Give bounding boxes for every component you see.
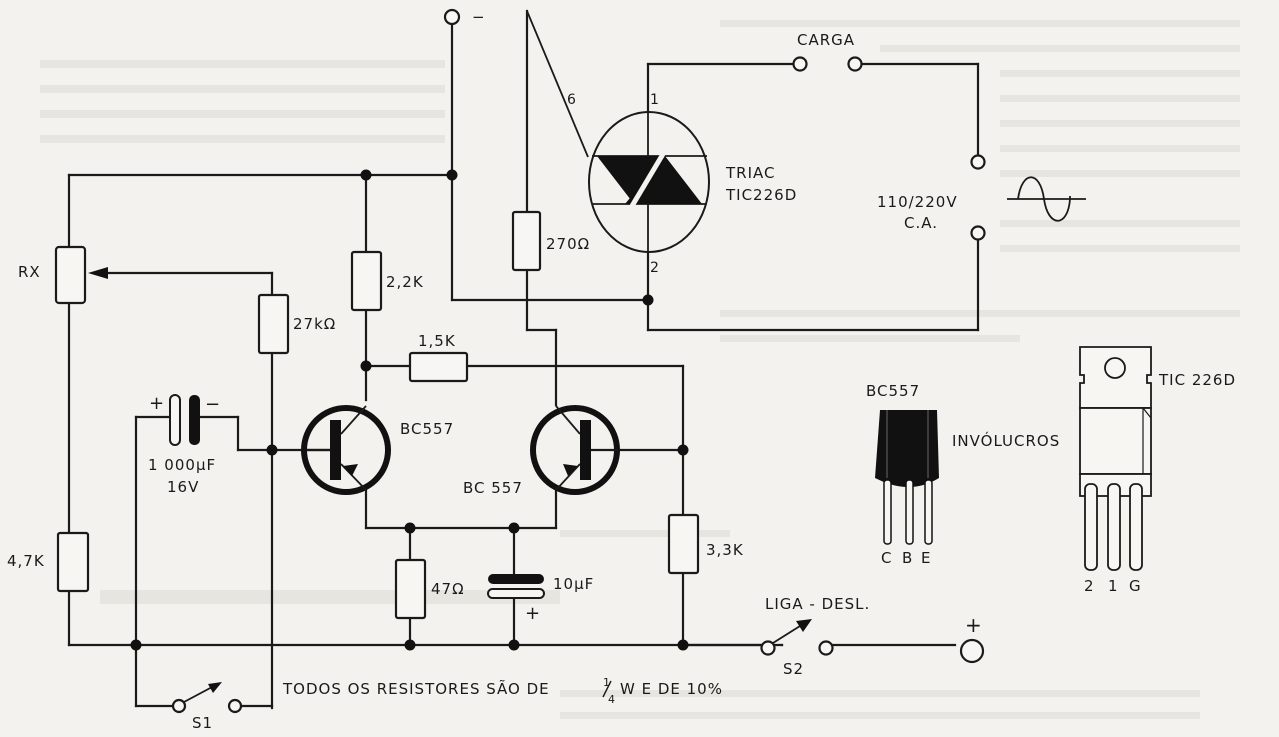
- switch-s1-label: S1: [192, 714, 213, 732]
- transistor-q2[interactable]: BC 557: [463, 405, 620, 497]
- transistor-q1-label: BC557: [400, 420, 454, 438]
- triac-part-label: TIC226D: [725, 186, 797, 204]
- mains-voltage-label: 110/220V: [877, 193, 958, 211]
- tic226d-pin-2: 2: [1084, 577, 1095, 595]
- triac-gate-pin-label: 6: [567, 92, 577, 108]
- tic226d-package: TIC 226D 2 1 G: [1079, 346, 1236, 595]
- resistor-rx[interactable]: RX: [18, 245, 108, 305]
- resistor-2k2-label: 2,2K: [386, 273, 424, 291]
- resistor-4k7-label: 4,7K: [7, 552, 45, 570]
- capacitor-10uf[interactable]: 10µF +: [487, 574, 594, 624]
- s2-lever-arrow: [796, 619, 812, 632]
- capacitor-1000uf-plus: +: [149, 393, 165, 414]
- positive-terminal-label: +: [965, 613, 983, 637]
- note-suffix: W E DE 10%: [620, 680, 723, 698]
- resistor-270-label: 270Ω: [546, 235, 590, 253]
- bc557-package: BC557 C B E: [866, 382, 939, 567]
- q1-emitter-arrow: [343, 464, 358, 476]
- resistor-27k[interactable]: 27kΩ: [257, 293, 336, 355]
- transistor-q1[interactable]: BC557: [301, 405, 454, 495]
- bc557-pin-e: E: [921, 549, 931, 567]
- tic226d-package-label: TIC 226D: [1158, 371, 1236, 389]
- note-prefix: TODOS OS RESISTORES SÃO DE: [282, 679, 550, 698]
- capacitor-1000uf-minus: −: [205, 394, 221, 415]
- resistor-3k3-label: 3,3K: [706, 541, 744, 559]
- resistor-47-label: 47Ω: [431, 580, 465, 598]
- wires: [67, 9, 980, 710]
- note-fraction-numerator: 1: [603, 676, 611, 689]
- potentiometer-wiper-arrow: [88, 267, 108, 279]
- capacitor-1000uf-voltage: 16V: [167, 478, 199, 496]
- transistor-q2-label: BC 557: [463, 479, 523, 497]
- mains-terminals[interactable]: 110/220V C.A.: [877, 154, 986, 241]
- q2-emitter-arrow: [563, 464, 578, 476]
- switch-s1[interactable]: S1: [171, 682, 243, 732]
- packages-title: INVÓLUCROS: [952, 431, 1060, 450]
- capacitor-10uf-value: 10µF: [553, 575, 594, 593]
- packages-section: INVÓLUCROS BC557 C B E TIC 226D: [866, 346, 1236, 595]
- note-fraction-denominator: 4: [608, 693, 616, 706]
- resistor-rx-label: RX: [18, 263, 41, 281]
- capacitor-1000uf[interactable]: + − 1 000µF 16V: [148, 393, 221, 496]
- negative-terminal[interactable]: −: [443, 8, 486, 26]
- switch-s2-function-label: LIGA - DESL.: [765, 595, 870, 613]
- triac-type-label: TRIAC: [725, 164, 775, 182]
- bc557-package-label: BC557: [866, 382, 920, 400]
- resistor-47[interactable]: 47Ω: [394, 558, 465, 620]
- switch-s2[interactable]: S2 LIGA - DESL.: [760, 595, 871, 678]
- triac-triangle-up: [625, 156, 702, 204]
- resistor-3k3[interactable]: 3,3K: [667, 513, 744, 575]
- triac-mt2-pin-label: 2: [650, 260, 660, 276]
- s1-lever-arrow: [208, 682, 222, 693]
- sine-wave-icon: [1007, 176, 1086, 222]
- resistor-4k7[interactable]: 4,7K: [7, 531, 90, 593]
- resistor-1k5[interactable]: 1,5K: [408, 332, 469, 383]
- resistor-270[interactable]: 270Ω: [511, 210, 590, 272]
- bc557-pin-b: B: [902, 549, 913, 567]
- load-terminals[interactable]: CARGA: [792, 31, 863, 72]
- capacitor-1000uf-value: 1 000µF: [148, 456, 216, 474]
- resistor-27k-label: 27kΩ: [293, 315, 336, 333]
- resistor-2k2[interactable]: 2,2K: [350, 250, 424, 312]
- mains-type-label: C.A.: [904, 214, 938, 232]
- background-text-texture: [40, 20, 1240, 719]
- capacitor-10uf-plus: +: [525, 603, 541, 624]
- switch-s2-label: S2: [783, 660, 804, 678]
- triac-symbol: 6 1 2 TRIAC TIC226D: [567, 92, 797, 276]
- load-label: CARGA: [797, 31, 855, 49]
- positive-terminal[interactable]: +: [959, 613, 985, 664]
- junction-dots: [130, 169, 689, 651]
- resistor-tolerance-note: TODOS OS RESISTORES SÃO DE 1 4 W E DE 10…: [282, 676, 723, 706]
- tic226d-pin-1: 1: [1108, 577, 1119, 595]
- triac-triangle-down: [597, 156, 660, 204]
- bc557-pin-c: C: [881, 549, 892, 567]
- tic226d-pin-g: G: [1129, 577, 1142, 595]
- triac-mt1-pin-label: 1: [650, 92, 660, 108]
- resistor-1k5-label: 1,5K: [418, 332, 456, 350]
- negative-terminal-label: −: [472, 8, 486, 26]
